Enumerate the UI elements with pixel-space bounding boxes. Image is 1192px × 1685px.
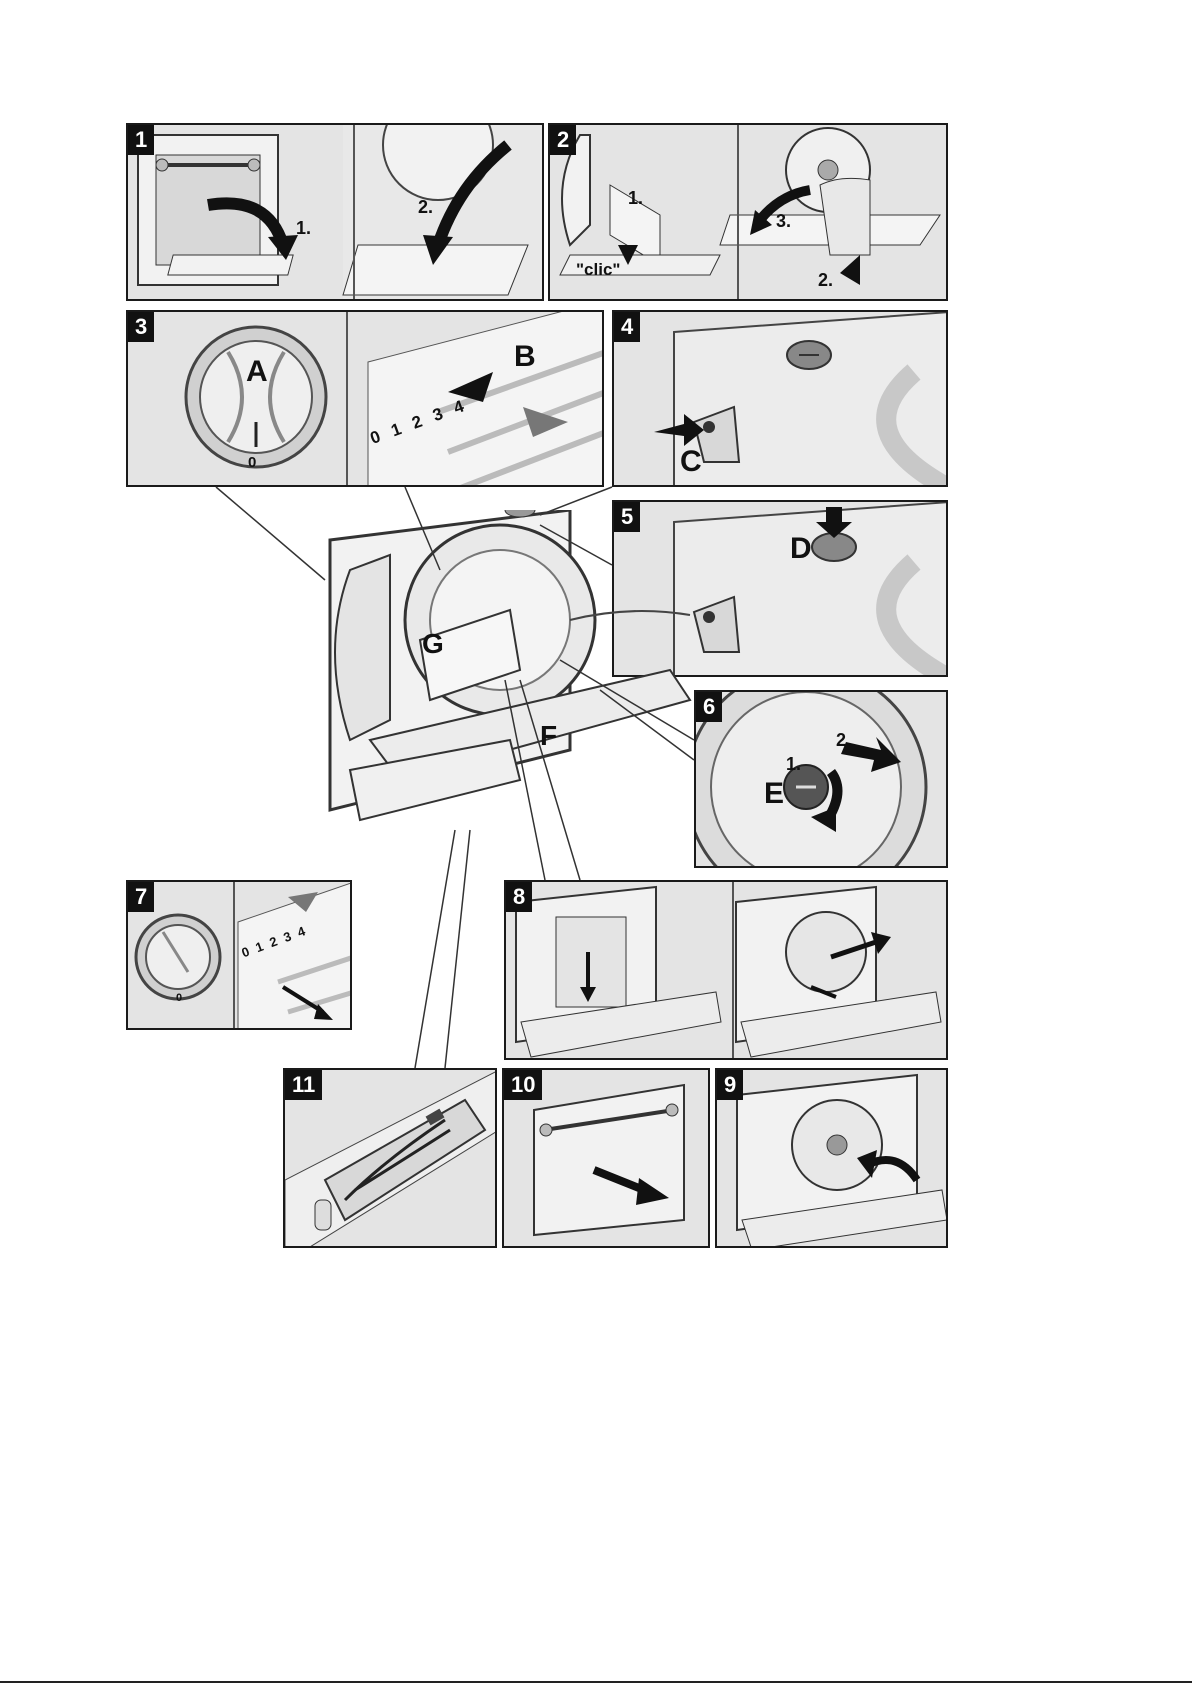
panel-9-number: 9: [717, 1070, 743, 1100]
panel-4-number: 4: [614, 312, 640, 342]
footer-rule: [0, 1681, 1192, 1683]
panel-8-number: 8: [506, 882, 532, 912]
panel-5-label-d: D: [790, 532, 812, 566]
panel-3-label-a: A: [246, 355, 268, 389]
panel-8: 8: [504, 880, 948, 1060]
panel-9: 9: [715, 1068, 948, 1248]
panel-4-label-c: C: [680, 445, 702, 479]
panel-1-number: 1: [128, 125, 154, 155]
panel-2-step-2: 2.: [818, 270, 833, 291]
panel-5-number: 5: [614, 502, 640, 532]
panel-3-dial-zero: 0: [248, 454, 256, 471]
panel-2: 2 1. 2. 3. "clic": [548, 123, 948, 301]
panel-1-step-1: 1.: [296, 218, 311, 239]
panel-11-number: 11: [285, 1070, 322, 1100]
panel-3-label-b: B: [514, 340, 536, 374]
panel-2-step-3: 3.: [776, 211, 791, 232]
panel-3-number: 3: [128, 312, 154, 342]
panel-1-step-2: 2.: [418, 197, 433, 218]
panel-3: 3 A B 0 0 1 2 3 4: [126, 310, 604, 487]
main-slicer-illustration: G F: [310, 510, 710, 840]
panel-7-number: 7: [128, 882, 154, 912]
panel-6: 6 E 1. 2.: [694, 690, 948, 868]
panel-7-illustration: [128, 882, 352, 1030]
panel-2-sound: "clic": [576, 260, 620, 280]
main-label-f: F: [540, 720, 557, 752]
panel-2-number: 2: [550, 125, 576, 155]
panel-9-illustration: [717, 1070, 948, 1248]
panel-3-divider: [346, 312, 348, 485]
panel-2-divider: [737, 125, 739, 299]
panel-7-dial-zero: 0: [176, 992, 182, 1004]
panel-6-step-2: 2.: [836, 730, 851, 751]
panel-3-illustration: [128, 312, 604, 487]
panel-4: 4 C: [612, 310, 948, 487]
panel-1-illustration: [128, 125, 544, 301]
panel-10: 10: [502, 1068, 710, 1248]
panel-1-divider: [353, 125, 355, 299]
panel-8-illustration: [506, 882, 948, 1060]
panel-7-divider: [233, 882, 235, 1028]
panel-8-divider: [732, 882, 734, 1058]
panel-6-number: 6: [696, 692, 722, 722]
panel-2-step-1: 1.: [628, 188, 643, 209]
panel-7: 7 0 0 1 2 3 4: [126, 880, 352, 1030]
panel-6-label-e: E: [764, 777, 784, 811]
main-slicer-drawing: [310, 510, 710, 840]
panel-1: 1 1. 2.: [126, 123, 544, 301]
panel-11: 11: [283, 1068, 497, 1248]
panel-6-step-1: 1.: [786, 754, 801, 775]
main-label-g: G: [422, 628, 444, 660]
panel-6-illustration: [696, 692, 948, 868]
panel-4-illustration: [614, 312, 948, 487]
panel-10-number: 10: [504, 1070, 542, 1100]
